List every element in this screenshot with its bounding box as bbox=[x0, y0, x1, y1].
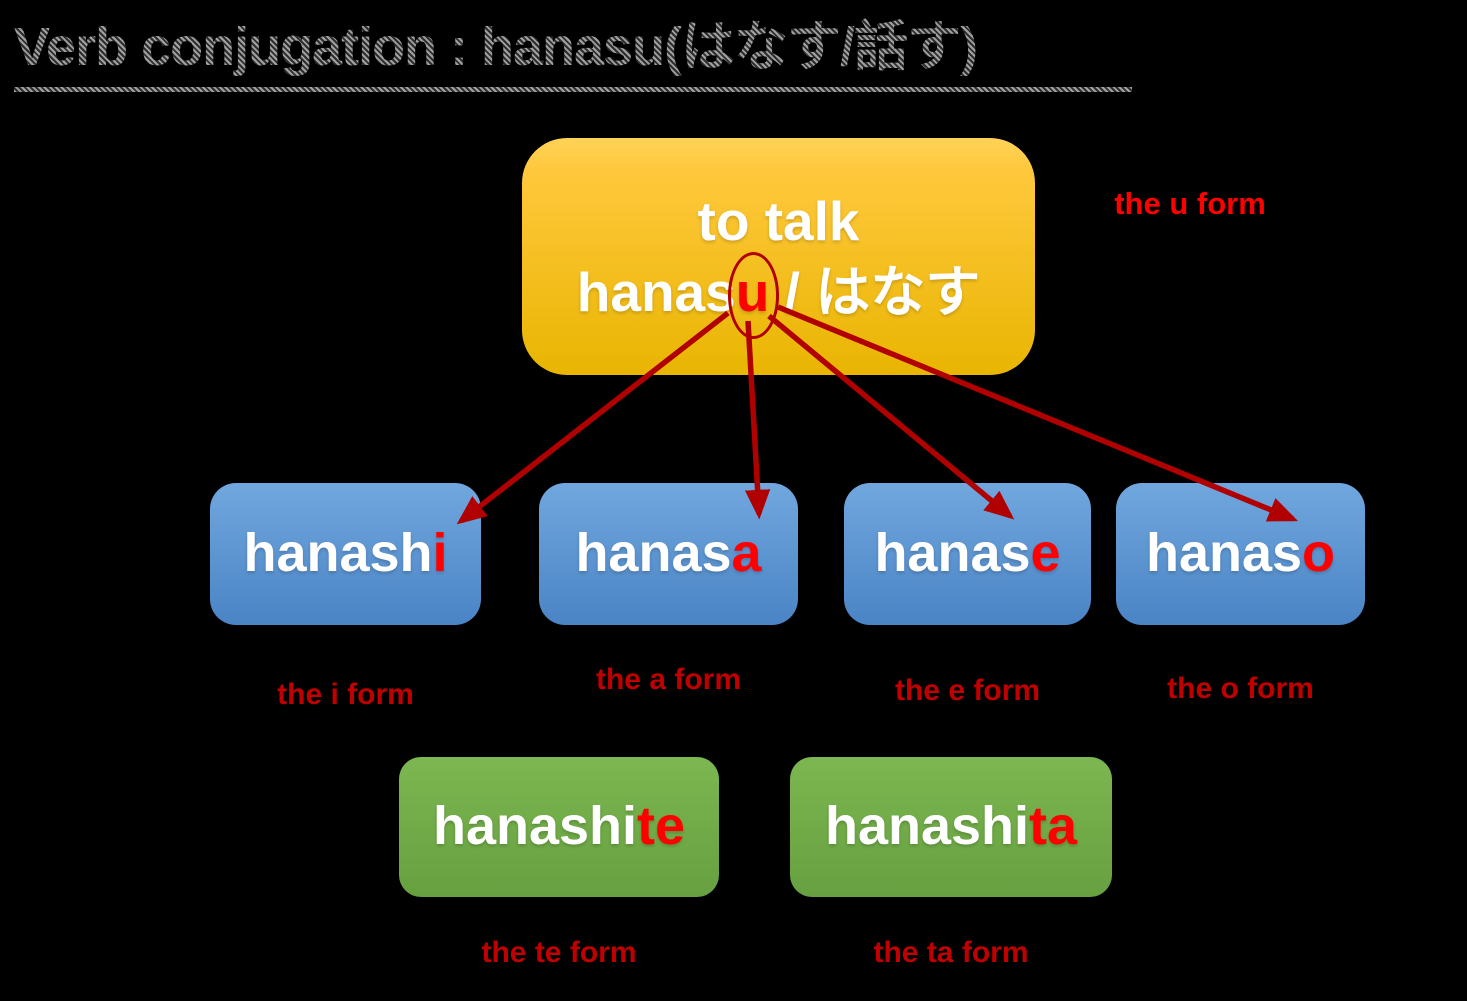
root-verb-english: to talk bbox=[697, 190, 860, 253]
root-verb-vowel-u: u bbox=[735, 260, 770, 323]
derived-box-hanashita: hanashita bbox=[790, 757, 1112, 897]
te-form-label: the te form bbox=[481, 936, 637, 969]
root-verb-box: to talk hanasu / はなす bbox=[522, 138, 1035, 375]
branch-word: hanaso bbox=[1146, 519, 1335, 588]
e-form-label: the e form bbox=[894, 674, 1041, 707]
branch-suffix-i: i bbox=[432, 523, 448, 584]
page-title: Verb conjugation : hanasu(はなす/話す) bbox=[14, 2, 1132, 92]
branch-box-hanashi: hanashi bbox=[210, 483, 481, 625]
branch-stem: hanas bbox=[575, 523, 732, 584]
branch-word: hanase bbox=[874, 519, 1060, 588]
page-title-text: Verb conjugation : hanasu(はなす/話す) bbox=[14, 2, 1132, 81]
derived-suffix-ta: ta bbox=[1029, 796, 1078, 857]
derived-stem: hanashi bbox=[824, 796, 1030, 857]
u-form-label: the u form bbox=[1114, 186, 1266, 221]
root-verb-vowel-wrap: u bbox=[727, 251, 780, 339]
branch-stem: hanas bbox=[874, 523, 1031, 584]
branch-word: hanasa bbox=[575, 519, 761, 588]
a-form-label: the a form bbox=[595, 663, 742, 696]
derived-word: hanashita bbox=[825, 792, 1077, 861]
derived-stem: hanashi bbox=[432, 796, 638, 857]
branch-suffix-a: a bbox=[731, 523, 762, 584]
branch-stem: hanas bbox=[1145, 523, 1303, 584]
i-form-label: the i form bbox=[277, 678, 414, 711]
derived-word: hanashite bbox=[433, 792, 685, 861]
branch-box-hanasa: hanasa bbox=[539, 483, 798, 625]
root-verb-reading: hanasu / はなす bbox=[576, 251, 981, 339]
branch-suffix-o: o bbox=[1302, 523, 1336, 584]
branch-box-hanase: hanase bbox=[844, 483, 1091, 625]
branch-stem: hanash bbox=[243, 523, 433, 584]
branch-word: hanashi bbox=[243, 519, 447, 588]
root-verb-stem: hanas bbox=[576, 260, 736, 323]
derived-box-hanashite: hanashite bbox=[399, 757, 719, 897]
branch-suffix-e: e bbox=[1030, 523, 1061, 584]
branch-box-hanaso: hanaso bbox=[1116, 483, 1365, 625]
o-form-label: the o form bbox=[1167, 672, 1314, 705]
derived-suffix-te: te bbox=[637, 796, 686, 857]
root-verb-kana: / はなす bbox=[769, 260, 981, 323]
ta-form-label: the ta form bbox=[873, 936, 1029, 969]
title-underline bbox=[14, 87, 1132, 92]
